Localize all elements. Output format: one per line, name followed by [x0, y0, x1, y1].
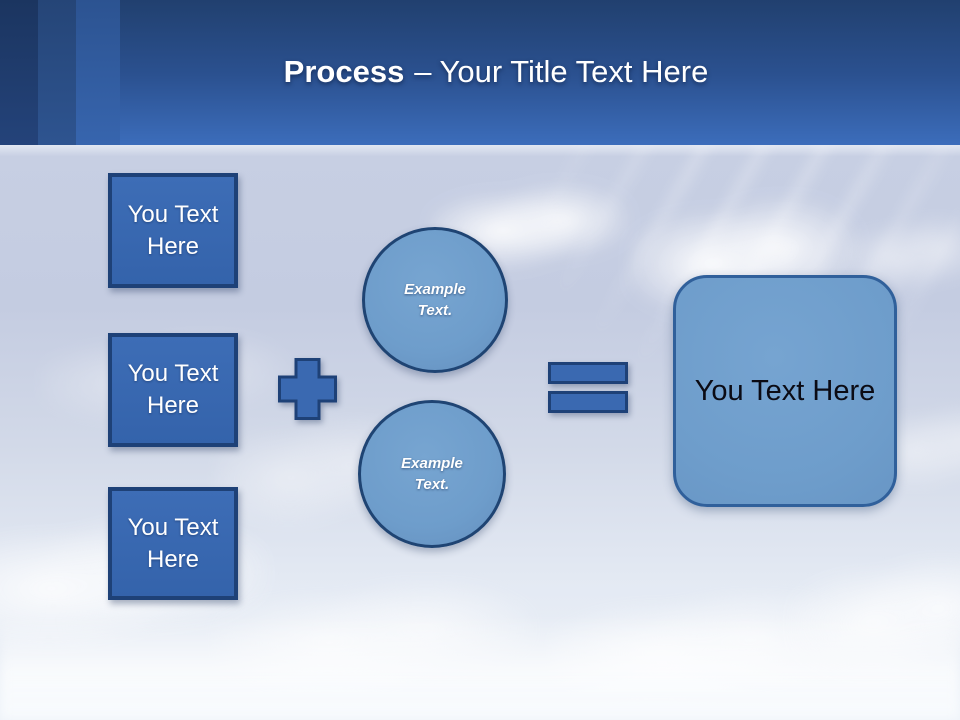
example-circle-1[interactable]: Example Text. [362, 227, 508, 373]
result-box-label: You Text Here [694, 375, 876, 407]
left-accent-stripe-dark [0, 0, 38, 145]
left-accent-stripe-light [76, 0, 120, 145]
placeholder-box-2-label: You Text Here [127, 360, 219, 419]
left-accent-stripe-mid [38, 0, 76, 145]
title-bar: Process – Your Title Text Here [0, 0, 960, 145]
placeholder-box-1-label: You Text Here [127, 200, 219, 260]
placeholder-box-2[interactable]: You Text Here [108, 333, 238, 447]
example-circle-2-label: Example Text. [401, 455, 463, 493]
plus-icon[interactable] [278, 358, 337, 420]
equals-icon[interactable] [548, 362, 628, 413]
cloud-haze [0, 615, 960, 720]
equals-bar-bottom [548, 391, 628, 413]
placeholder-box-3-label: You Text Here [127, 513, 219, 573]
result-box[interactable]: You Text Here [673, 275, 897, 507]
slide-title-keyword: Process [283, 54, 405, 89]
placeholder-box-3[interactable]: You Text Here [108, 487, 238, 600]
slide-title-text: Process – Your Title Text Here [284, 54, 709, 89]
slide-title-rest: – Your Title Text Here [414, 54, 709, 89]
example-circle-2[interactable]: Example Text. [358, 400, 506, 548]
slide-title: Process – Your Title Text Here [0, 52, 960, 92]
equals-bar-top [548, 362, 628, 384]
placeholder-box-1[interactable]: You Text Here [108, 173, 238, 288]
example-circle-1-label: Example Text. [404, 281, 466, 319]
